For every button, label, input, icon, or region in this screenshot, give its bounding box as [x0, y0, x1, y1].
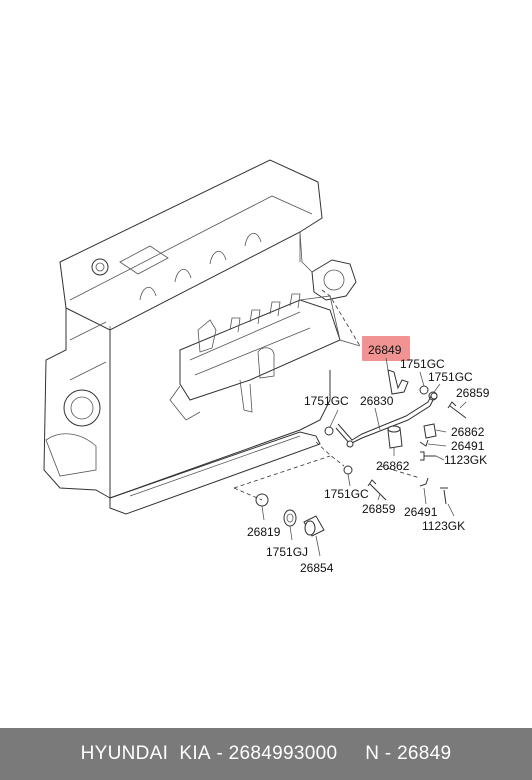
part-info-footer: HYUNDAI KIA - 2684993000 N - 26849 — [0, 728, 532, 780]
part-number: 2684993000 — [228, 743, 338, 764]
callout-26830[interactable]: 26830 — [360, 394, 394, 408]
engine-block-drawing — [43, 159, 361, 515]
callout-26849[interactable]: 26849 — [368, 343, 402, 357]
callout-26862-left[interactable]: 26862 — [376, 459, 410, 473]
spacer — [337, 743, 365, 765]
ref-prefix: N - — [365, 743, 398, 764]
callout-1123gk-bottom[interactable]: 1123GK — [422, 519, 465, 533]
callout-26491-bottom[interactable]: 26491 — [404, 505, 438, 519]
callout-26819[interactable]: 26819 — [247, 525, 281, 539]
callout-1751gc-top[interactable]: 1751GC — [400, 357, 445, 371]
callout-26854[interactable]: 26854 — [300, 561, 334, 575]
separator: - — [210, 743, 229, 764]
callout-1751gc-right[interactable]: 1751GC — [428, 370, 473, 384]
callout-1751gj[interactable]: 1751GJ — [266, 545, 308, 559]
parts-diagram: 26849 1751GC 1751GC 26859 1751GC 26830 2… — [43, 159, 490, 575]
leader-lines — [233, 289, 467, 557]
small-parts-drawing — [255, 369, 467, 537]
callout-26491-top[interactable]: 26491 — [451, 439, 485, 453]
brand-label: HYUNDAI KIA — [80, 743, 211, 764]
callout-26862-right[interactable]: 26862 — [451, 425, 485, 439]
ref-number: 26849 — [397, 743, 452, 764]
callout-labels: 26849 1751GC 1751GC 26859 1751GC 26830 2… — [247, 343, 490, 575]
callout-1751gc-bottom[interactable]: 1751GC — [324, 487, 369, 501]
callout-26859-bottom[interactable]: 26859 — [362, 502, 396, 516]
callout-1123gk-top[interactable]: 1123GK — [444, 453, 487, 467]
callout-1751gc-left[interactable]: 1751GC — [304, 394, 349, 408]
highlight-box — [362, 336, 410, 361]
callout-26859-top[interactable]: 26859 — [456, 386, 490, 400]
